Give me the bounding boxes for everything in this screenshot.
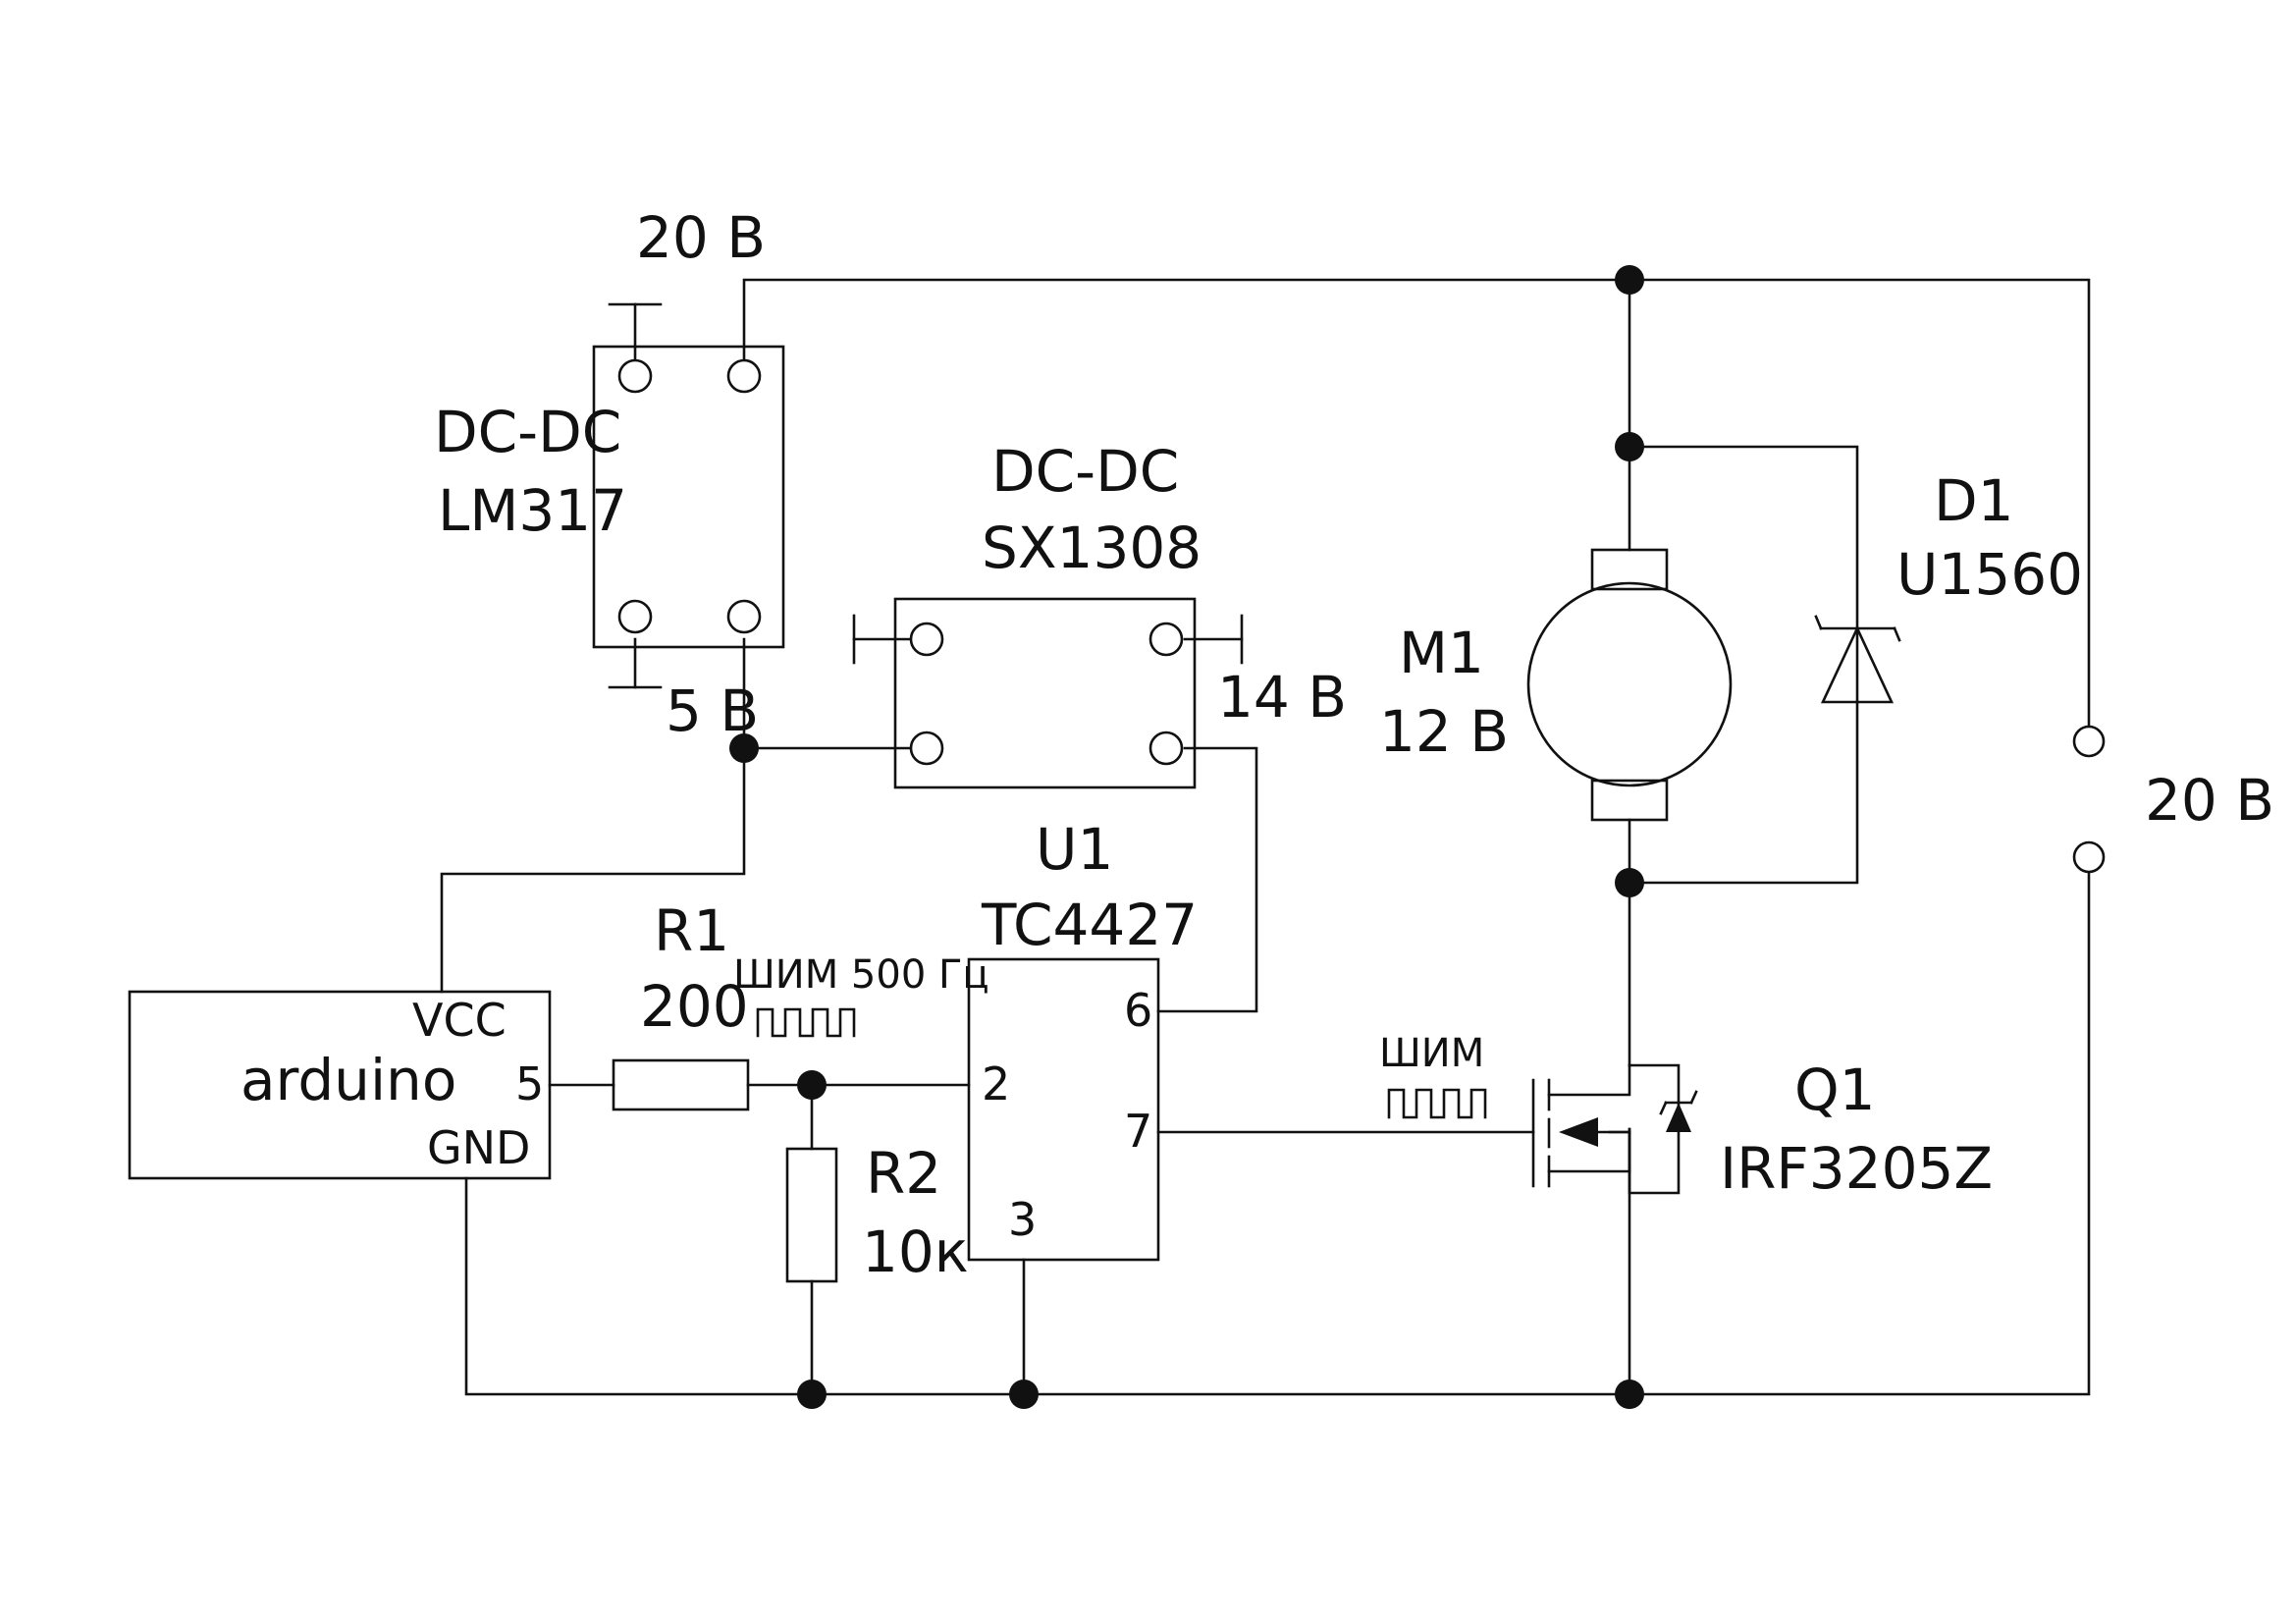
junction-dot	[1615, 432, 1644, 461]
supply-right-terminals	[2072, 725, 2106, 874]
junction-dot	[729, 733, 759, 763]
arduino-pin-5: 5	[515, 1057, 544, 1110]
wire-top-rail	[742, 278, 2091, 740]
supply-top-label: 20 B	[636, 204, 766, 271]
u1-pin-3: 3	[1008, 1193, 1037, 1246]
diode-ref: D1	[1934, 467, 2014, 534]
driver-u1	[967, 957, 1160, 1262]
u1-pin-2: 2	[982, 1057, 1010, 1110]
lm317-part: LM317	[438, 477, 627, 544]
gate-pwm-label: ШИМ	[1379, 1031, 1484, 1076]
wire-5v-to-vcc	[440, 746, 746, 994]
motor-brush-bottom	[1590, 779, 1669, 822]
junction-dot	[1615, 265, 1644, 295]
wire-diode-bottom	[1628, 700, 1859, 885]
r2-ref: R2	[866, 1140, 941, 1207]
wires	[440, 278, 2091, 1396]
junction-dot	[1615, 1380, 1644, 1409]
sx1308-output-label: 14 B	[1217, 664, 1347, 731]
arduino-block	[128, 990, 552, 1180]
sx1308-title: DC-DC	[991, 438, 1179, 505]
diode-part: U1560	[1896, 541, 2083, 608]
diode-d1	[1814, 615, 1901, 704]
pwm-waveform-icon	[756, 1007, 856, 1038]
motor-body	[1526, 581, 1733, 787]
motor-m1	[1526, 548, 1733, 822]
pwm-waveform-icon	[1387, 1088, 1487, 1119]
lm317-title: DC-DC	[434, 399, 621, 465]
u1-pin-7: 7	[1124, 1105, 1152, 1158]
u1-pin-6: 6	[1124, 984, 1152, 1037]
arduino-label: arduino	[240, 1047, 456, 1113]
u1-ref: U1	[1036, 816, 1113, 883]
junctions	[729, 265, 1644, 1409]
q1-part: IRF3205Z	[1720, 1135, 1993, 1202]
r1-value: 200	[640, 973, 749, 1040]
q1-ref: Q1	[1794, 1056, 1876, 1123]
sx1308-part: SX1308	[982, 514, 1201, 581]
mosfet-q1	[1531, 1063, 1698, 1195]
lm317-module	[592, 302, 785, 689]
r2-value: 10к	[862, 1218, 969, 1285]
motor-value: 12 B	[1379, 698, 1509, 765]
junction-dot	[797, 1380, 827, 1409]
lm317-output-label: 5 B	[666, 677, 759, 744]
pwm-label: ШИМ 500 Гц	[733, 952, 989, 998]
u1-part: TC4427	[981, 892, 1198, 958]
motor-ref: M1	[1399, 620, 1484, 686]
supply-right-label: 20 B	[2145, 767, 2274, 834]
sx1308-module	[852, 597, 1244, 789]
wire-14v-to-u1	[1156, 746, 1258, 1013]
wire-diode-top	[1628, 445, 1859, 630]
junction-dot	[1615, 868, 1644, 897]
r1-ref: R1	[654, 897, 729, 964]
resistor-r1	[612, 1058, 750, 1111]
motor-brush-top	[1590, 548, 1669, 591]
junction-dot	[1009, 1380, 1039, 1409]
wire-right-supply-ground	[464, 854, 2091, 1396]
junction-dot	[797, 1070, 827, 1100]
resistor-r2	[785, 1147, 838, 1283]
arduino-gnd-pin: GND	[427, 1121, 530, 1174]
arduino-vcc-pin: VCC	[412, 994, 507, 1047]
